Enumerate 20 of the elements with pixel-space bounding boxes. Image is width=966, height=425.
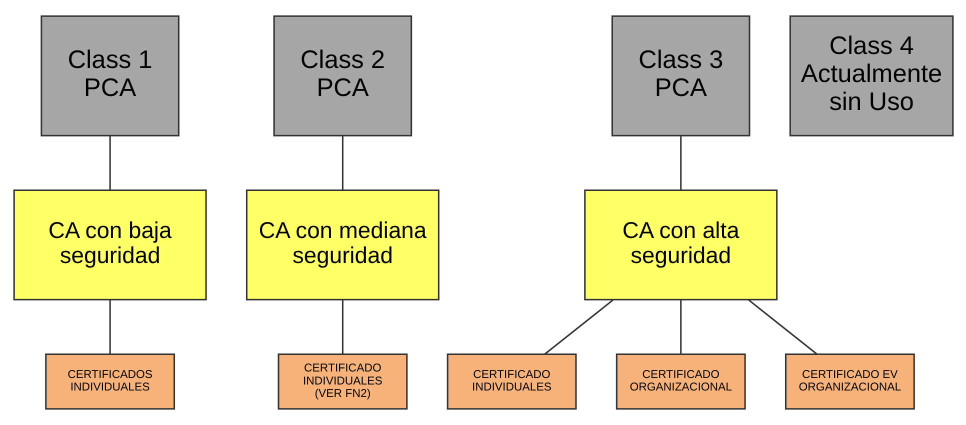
node-box: CERTIFICADO INDIVIDUALES (VER FN2) xyxy=(277,353,408,410)
node-box: Class 3 PCA xyxy=(610,15,750,136)
connector xyxy=(680,300,682,354)
connector xyxy=(108,136,110,190)
connector xyxy=(680,136,682,190)
connector xyxy=(341,136,343,190)
connector xyxy=(544,299,614,355)
node-box: CA con baja seguridad xyxy=(12,190,206,300)
node-box: Class 4 Actualmente sin Uso xyxy=(788,15,954,136)
node-box: Class 1 PCA xyxy=(40,15,179,136)
node-box: CERTIFICADO ORGANIZACIONAL xyxy=(615,353,746,410)
node-box: CERTIFICADO EV ORGANIZACIONAL xyxy=(784,353,914,410)
node-box: Class 2 PCA xyxy=(272,15,412,136)
connector xyxy=(748,299,817,355)
node-box: CERTIFICADOS INDIVIDUALES xyxy=(44,353,175,410)
connector xyxy=(108,300,110,354)
node-box: CERTIFICADO INDIVIDUALES xyxy=(446,353,576,410)
node-box: CA con mediana seguridad xyxy=(245,190,439,300)
node-box: CA con alta seguridad xyxy=(584,190,778,300)
connector xyxy=(341,300,343,354)
